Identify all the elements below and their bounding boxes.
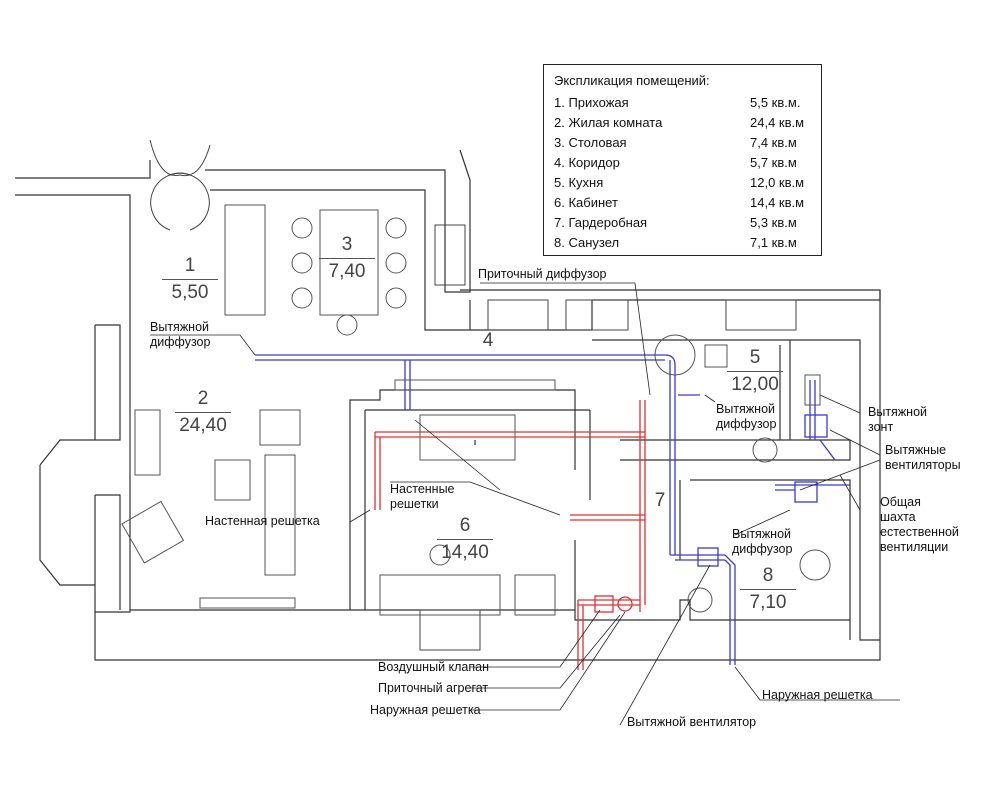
- room-area: 14,40: [441, 542, 489, 563]
- label-air-valve: Воздушный клапан: [378, 660, 489, 674]
- legend-room-name: 4. Коридор: [554, 155, 620, 170]
- room-area: 24,40: [179, 415, 227, 436]
- room-area: 7,40: [328, 261, 366, 282]
- room-number: 7: [654, 490, 666, 511]
- legend-title: Экспликация помещений:: [554, 73, 710, 88]
- room-number: 5: [749, 347, 761, 368]
- legend-row: 4. Коридор 5,7 кв.м: [554, 155, 816, 173]
- legend-room-area: 7,4 кв.м: [750, 135, 797, 150]
- room-number: 8: [762, 565, 774, 586]
- label-exhaust-fan: Вытяжной вентилятор: [627, 715, 757, 729]
- legend-room-area: 5,5 кв.м.: [750, 95, 801, 110]
- room-number: 6: [459, 515, 471, 536]
- legend-row: 8. Санузел 7,1 кв.м: [554, 235, 816, 253]
- legend-room-area: 7,1 кв.м: [750, 235, 797, 250]
- room-legend: Экспликация помещений: 1. Прихожая 5,5 кв…: [543, 64, 822, 256]
- room-number: 1: [184, 255, 196, 276]
- label-wall-grille: Настенная решетка: [205, 514, 320, 528]
- windows: [419, 224, 797, 651]
- legend-room-name: 1. Прихожая: [554, 95, 629, 110]
- legend-row: 7. Гардеробная 5,3 кв.м: [554, 215, 816, 233]
- label-outdoor-grille-right: Наружная решетка: [762, 688, 873, 702]
- legend-room-area: 24,4 кв.м: [750, 115, 805, 130]
- legend-room-area: 5,7 кв.м: [750, 155, 797, 170]
- leader-lines: [150, 282, 900, 726]
- supply-ducts: [374, 400, 646, 670]
- label-supply-diffuser: Приточный диффузор: [478, 267, 607, 281]
- legend-room-area: 12,0 кв.м: [750, 175, 805, 190]
- legend-room-name: 2. Жилая комната: [554, 115, 663, 130]
- legend-room-name: 3. Столовая: [554, 135, 627, 150]
- legend-room-name: 5. Кухня: [554, 175, 604, 190]
- walls: [15, 149, 881, 661]
- label-outdoor-grille-left: Наружная решетка: [370, 703, 481, 717]
- legend-row: 2. Жилая комната 24,4 кв.м: [554, 115, 816, 133]
- legend-room-area: 5,3 кв.м: [750, 215, 797, 230]
- room-tag-7: 7: [625, 490, 695, 512]
- room-number: 4: [482, 330, 494, 351]
- legend-row: 1. Прихожая 5,5 кв.м.: [554, 95, 816, 113]
- legend-row: 6. Кабинет 14,4 кв.м: [554, 195, 816, 213]
- legend-room-name: 8. Санузел: [554, 235, 620, 250]
- furniture: [121, 204, 831, 616]
- label-supply-unit: Приточный агрегат: [378, 681, 489, 695]
- legend-row: 5. Кухня 12,0 кв.м: [554, 175, 816, 193]
- entrance-door: [149, 139, 211, 231]
- legend-row: 3. Столовая 7,4 кв.м: [554, 135, 816, 153]
- exhaust-ducts: [255, 354, 850, 665]
- legend-room-area: 14,4 кв.м: [750, 195, 805, 210]
- legend-room-name: 6. Кабинет: [554, 195, 618, 210]
- room-number: 2: [197, 388, 209, 409]
- room-number: 3: [341, 234, 353, 255]
- room-tag-4: 4: [453, 330, 523, 352]
- room-area: 12,00: [731, 374, 779, 395]
- room-area: 7,10: [749, 592, 787, 613]
- room-area: 5,50: [171, 282, 209, 303]
- legend-room-name: 7. Гардеробная: [554, 215, 648, 230]
